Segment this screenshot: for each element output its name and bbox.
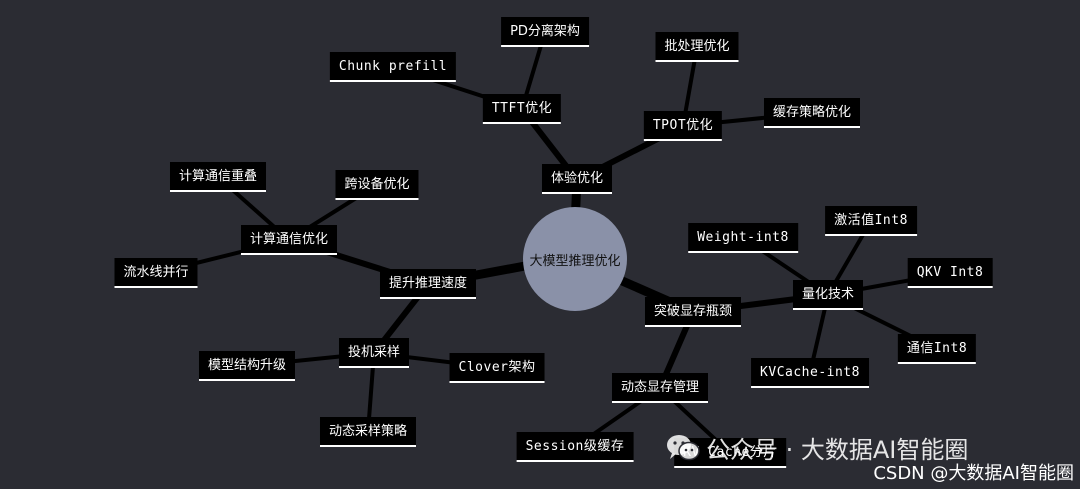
node-tpot: TPOT优化: [643, 111, 723, 141]
node-chunk: Chunk prefill: [329, 52, 457, 82]
node-huancun: 缓存策略优化: [763, 98, 861, 128]
node-chongdie: 计算通信重叠: [169, 162, 267, 192]
node-qkv: QKV Int8: [907, 258, 993, 288]
node-ttft: TTFT优化: [482, 94, 562, 124]
watermark-text: 公众号 · 大数据AI智能圈: [706, 436, 969, 464]
node-pd: PD分离架构: [501, 17, 589, 47]
csdn-credit: CSDN @大数据AI智能圈: [873, 463, 1074, 484]
node-touji: 投机采样: [338, 338, 410, 368]
root-node: 大模型推理优化: [523, 207, 627, 311]
node-jisuan-tongxin: 计算通信优化: [240, 225, 338, 255]
node-tisheng: 提升推理速度: [379, 269, 477, 299]
node-lianghua: 量化技术: [792, 280, 864, 310]
node-session: Session级缓存: [516, 432, 634, 462]
node-weight: Weight-int8: [688, 223, 798, 253]
node-jihuo: 激活值Int8: [825, 206, 917, 236]
node-tongxin: 通信Int8: [897, 334, 977, 364]
node-dongtai-guanli: 动态显存管理: [611, 373, 709, 403]
node-tupo: 突破显存瓶颈: [644, 297, 742, 327]
node-kvcache-int8: KVCache-int8: [751, 358, 869, 388]
node-kuashebei: 跨设备优化: [335, 170, 419, 200]
node-dongtai-caiyang: 动态采样策略: [319, 417, 417, 447]
watermark: 公众号 · 大数据AI智能圈: [666, 430, 968, 465]
node-tiyan: 体验优化: [541, 164, 613, 194]
wechat-icon: [666, 434, 700, 462]
node-clover: Clover架构: [449, 353, 545, 383]
node-moxing: 模型结构升级: [198, 351, 296, 381]
node-pichuli: 批处理优化: [655, 32, 739, 62]
node-liushui: 流水线并行: [114, 258, 198, 288]
